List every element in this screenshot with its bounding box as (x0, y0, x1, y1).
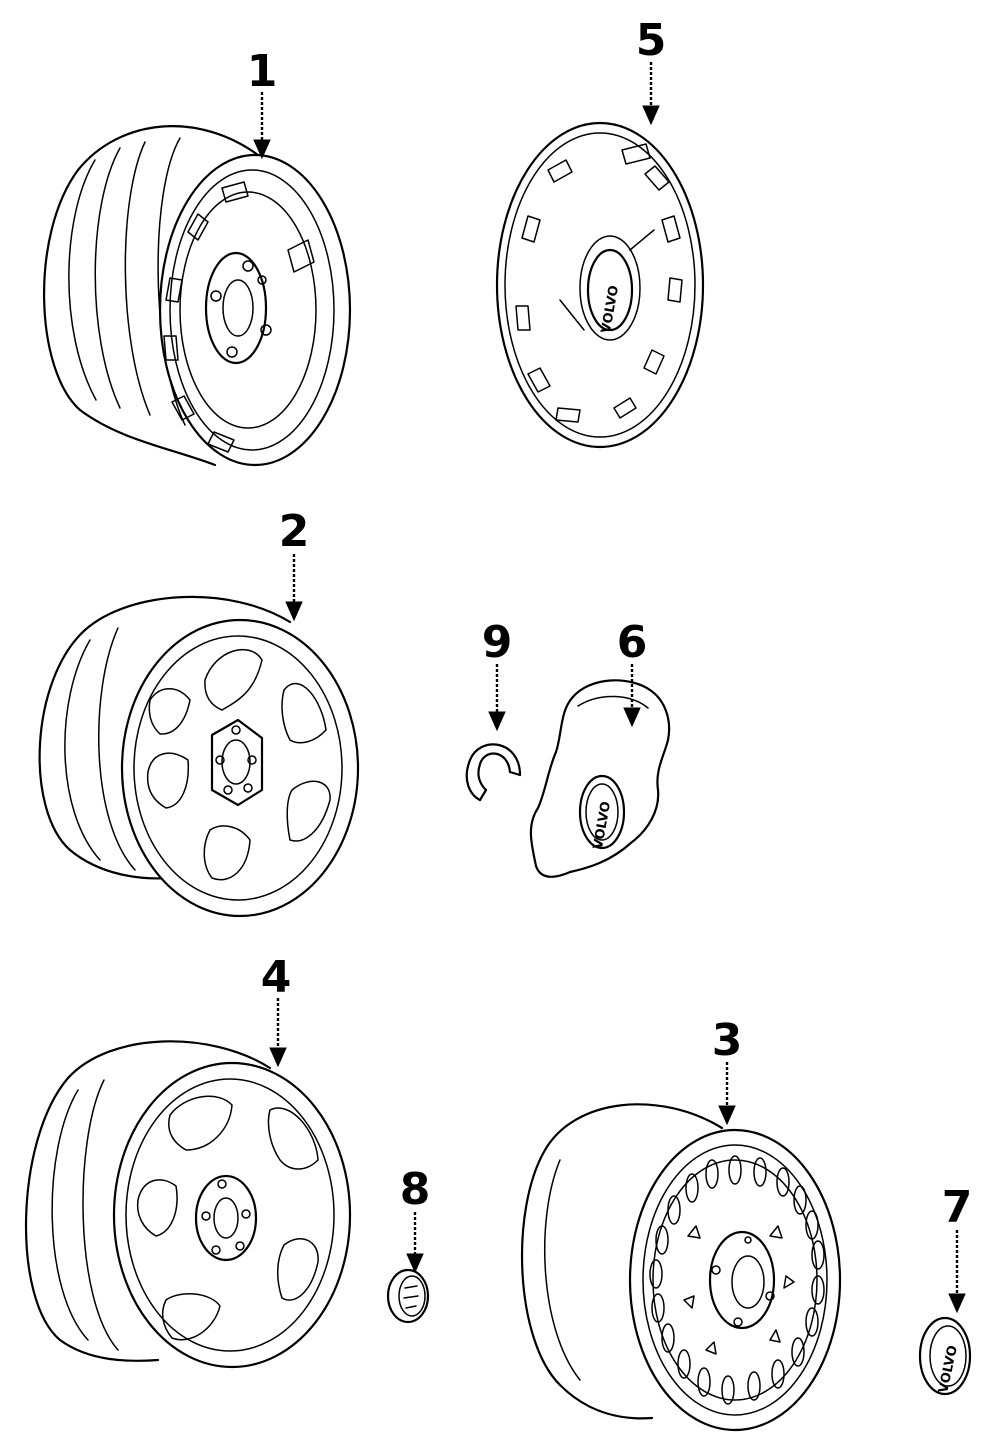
part-9-retaining-clip (465, 743, 522, 802)
leader-lines (253, 62, 966, 1314)
callout-3: 3 (712, 1015, 743, 1066)
callout-2: 2 (279, 506, 310, 557)
callout-5: 5 (636, 15, 667, 66)
part-4-alloy-wheel (25, 1040, 352, 1369)
callout-7: 7 (942, 1182, 973, 1233)
callout-9: 9 (482, 617, 513, 668)
callout-numbers: 1 2 3 4 5 6 7 8 9 (247, 15, 973, 1233)
part-3-slot-ring (649, 1155, 825, 1405)
callout-4: 4 (261, 952, 292, 1003)
part-1-steel-wheel (42, 125, 352, 467)
part-2-alloy-wheel (38, 595, 360, 918)
callout-8: 8 (400, 1164, 431, 1215)
part-8-small-cap (386, 1268, 430, 1324)
callout-1: 1 (247, 46, 278, 97)
part-7-emblem-cap: VOLVO (918, 1316, 972, 1396)
part-5-wheel-cover: VOLVO (495, 121, 705, 449)
part-6-center-cap: VOLVO (529, 679, 671, 878)
part-3-multispoke-wheel (521, 1103, 842, 1432)
callout-6: 6 (617, 617, 648, 668)
